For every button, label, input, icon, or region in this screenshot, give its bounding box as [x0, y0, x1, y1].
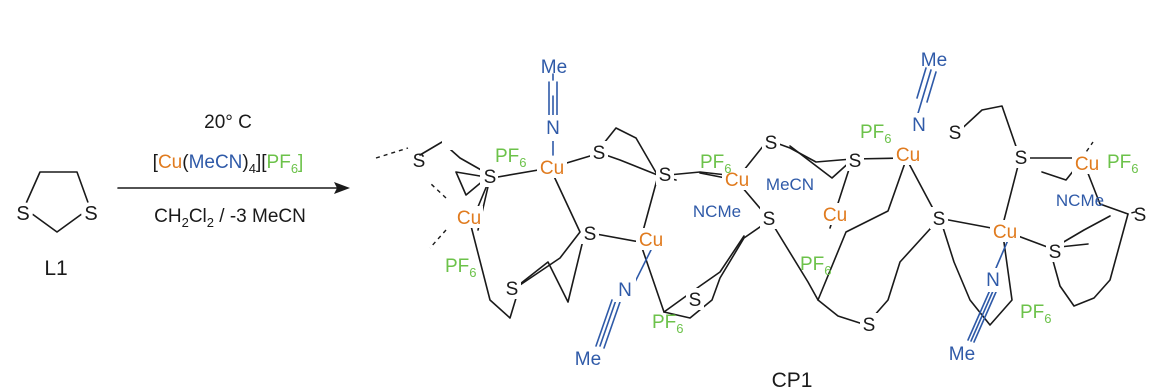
sulfur-atom: S [763, 209, 776, 230]
ncme-ligand: NCMe [1056, 191, 1104, 210]
methyl-group: Me [575, 349, 601, 370]
methyl-group: Me [949, 344, 975, 365]
ligand-label: L1 [44, 257, 67, 280]
ligand-sulfur: S [84, 203, 97, 225]
sulfur-atom: S [689, 290, 702, 311]
copper-atom: Cu [993, 222, 1017, 243]
copper-atom: Cu [1075, 154, 1099, 175]
pf6-anion: PF6 [1020, 302, 1052, 326]
pf6-anion: PF6 [700, 152, 732, 176]
copper-atom: Cu [896, 145, 920, 166]
polymer-atoms: S S S S S S S S S S S S S S S S Cu Cu Cu… [413, 50, 1149, 370]
pf6-anion: PF6 [445, 256, 477, 280]
copper-atom: Cu [540, 158, 564, 179]
sulfur-atom: S [849, 151, 862, 172]
copper-atom: Cu [823, 205, 847, 226]
pf6-anion: PF6 [1107, 152, 1139, 176]
ncme-ligand: NCMe [693, 202, 741, 221]
reaction-reagent: [Cu(MeCN)4][PF6] [153, 152, 304, 176]
methyl-group: Me [921, 50, 947, 71]
sulfur-atom: S [413, 151, 426, 172]
sulfur-atom: S [765, 133, 778, 154]
reaction-solvent: CH2Cl2 / -3 MeCN [154, 206, 306, 230]
copper-atom: Cu [725, 170, 749, 191]
nitrogen-atom: N [986, 270, 1000, 291]
copper-atom: Cu [639, 230, 663, 251]
sulfur-atom: S [1049, 242, 1062, 263]
sulfur-atom: S [949, 123, 962, 144]
pf6-anion: PF6 [860, 122, 892, 146]
copper-atom: Cu [457, 208, 481, 229]
reaction-temperature: 20° C [204, 112, 252, 133]
pf6-anion: PF6 [652, 312, 684, 336]
sulfur-atom: S [863, 315, 876, 336]
sulfur-atom: S [1134, 205, 1147, 226]
product-label: CP1 [772, 369, 813, 390]
methyl-group: Me [541, 57, 567, 78]
sulfur-atom: S [659, 165, 672, 186]
sulfur-atom: S [593, 143, 606, 164]
pf6-anion: PF6 [800, 254, 832, 278]
nitrogen-atom: N [912, 115, 926, 136]
ligand-sulfur: S [16, 203, 29, 225]
reaction-arrow [117, 182, 350, 194]
ligand-l1: S S L1 [13, 171, 101, 280]
nitrogen-atom: N [546, 118, 560, 139]
sulfur-atom: S [506, 279, 519, 300]
sulfur-atom: S [933, 209, 946, 230]
mecn-ligand: MeCN [766, 175, 814, 194]
sulfur-atom: S [484, 167, 497, 188]
pf6-anion: PF6 [495, 146, 527, 170]
sulfur-atom: S [1015, 148, 1028, 169]
nitrogen-atom: N [618, 280, 632, 301]
sulfur-atom: S [584, 224, 597, 245]
